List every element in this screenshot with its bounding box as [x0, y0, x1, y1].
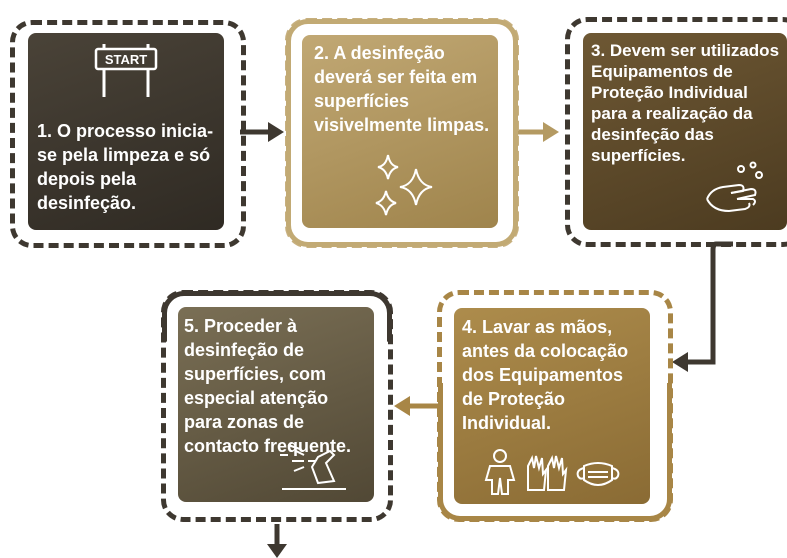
step-3-frame — [565, 17, 787, 247]
step-4-frame-solid — [438, 383, 672, 521]
start-sign-label: START — [105, 52, 147, 67]
step-2-frame-inner — [286, 19, 518, 247]
step-4-box: 4. Lavar as mãos, antes da colocação dos… — [454, 308, 650, 504]
step-3-box: 3. Devem ser utilizados Equipamentos de … — [583, 33, 787, 230]
step-2-box: 2. A desinfeção deverá ser feita em supe… — [302, 35, 498, 228]
step-5-text: 5. Proceder à desinfeção de superfícies,… — [184, 316, 352, 456]
washing-hands-icon — [706, 161, 763, 213]
start-sign-icon: START — [94, 44, 158, 97]
gloves-icon — [527, 454, 568, 491]
step-1-box: START 1. O processo inicia-se pela limpe… — [28, 33, 224, 230]
step-3-text: 3. Devem ser utilizados Equipamentos de … — [591, 41, 780, 165]
face-mask-icon — [576, 462, 620, 486]
spray-bottle-icon — [280, 444, 346, 490]
step-4-text: 4. Lavar as mãos, antes da colocação dos… — [462, 317, 629, 433]
sparkles-icon — [375, 154, 433, 216]
arrow-3-to-4 — [688, 241, 733, 365]
step-5-frame-solid — [162, 291, 392, 342]
step-5-box: 5. Proceder à desinfeção de superfícies,… — [178, 307, 374, 502]
step-1-frame — [10, 20, 246, 248]
step-2-text: 2. A desinfeção deverá ser feita em supe… — [314, 43, 490, 135]
protective-suit-icon — [484, 449, 516, 495]
step-1-text: 1. O processo inicia-se pela limpeza e s… — [37, 121, 214, 213]
